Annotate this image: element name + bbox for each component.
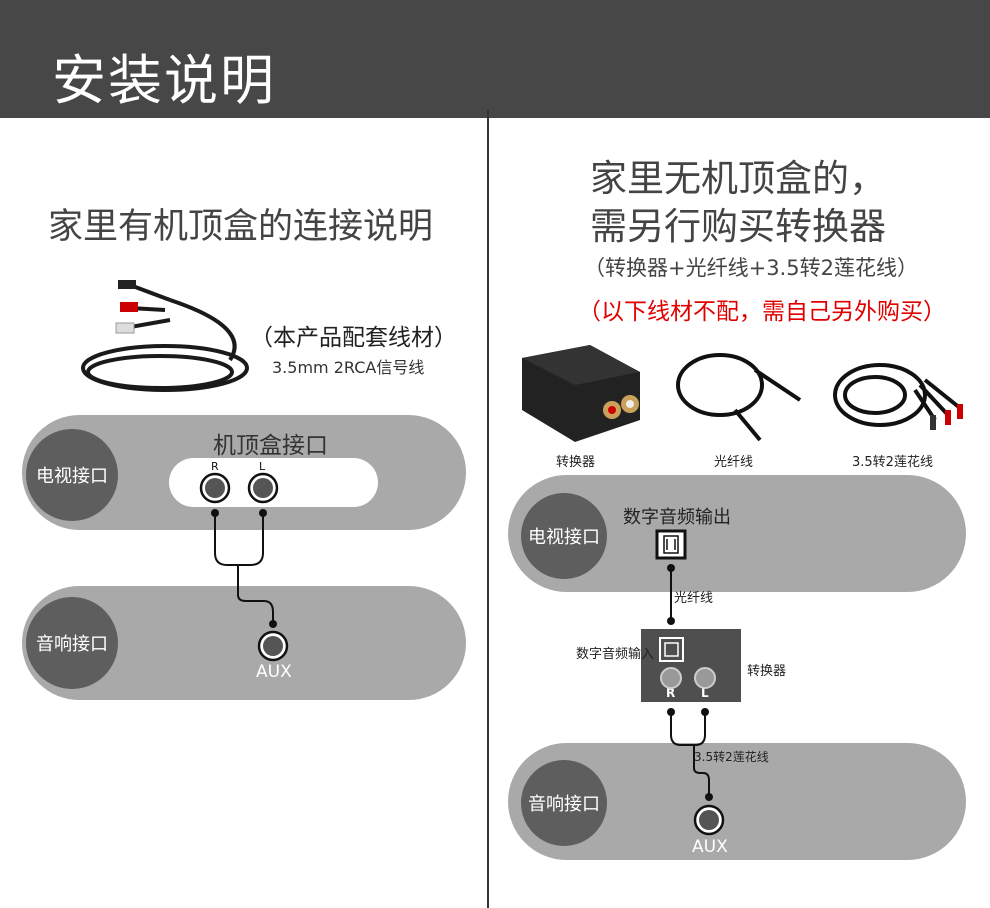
header-bar xyxy=(0,0,990,118)
right-heading-2: 需另行购买转换器 xyxy=(590,205,886,248)
conv-jack-l-label: L xyxy=(701,686,709,700)
aux-label: AUX xyxy=(256,662,292,682)
converter-photo xyxy=(522,345,640,442)
warning-note: （以下线材不配，需自己另外购买） xyxy=(578,299,946,325)
jack-l-label: L xyxy=(259,460,266,473)
product-label-rca: 3.5转2莲花线 xyxy=(852,455,933,470)
included-note: （本产品配套线材） xyxy=(250,325,457,351)
conv-jack-r-label: R xyxy=(666,686,676,700)
product-label-converter: 转换器 xyxy=(556,455,596,470)
rca-cable-photo xyxy=(833,363,962,427)
aux-label-right: AUX xyxy=(692,837,728,857)
rca-cable-label: 3.5转2莲花线 xyxy=(694,750,769,764)
product-label-optical: 光纤线 xyxy=(714,455,754,470)
speaker-badge-right: 音响接口 xyxy=(521,760,607,846)
stb-port-panel xyxy=(169,458,378,507)
optical-cable-photo xyxy=(676,353,802,442)
converter-box xyxy=(641,629,741,702)
cable-name: 3.5mm 2RCA信号线 xyxy=(272,358,425,377)
divider xyxy=(487,110,489,908)
optical-cable-label: 光纤线 xyxy=(674,591,714,606)
digital-out-label: 数字音频输出 xyxy=(623,507,731,528)
tv-badge: 电视接口 xyxy=(26,429,118,521)
right-heading-1: 家里无机顶盒的， xyxy=(590,157,886,200)
page-title: 安装说明 xyxy=(52,49,276,112)
digital-in-label: 数字音频输入 xyxy=(576,647,655,662)
tv-badge-right: 电视接口 xyxy=(521,493,607,579)
speaker-badge: 音响接口 xyxy=(26,597,118,689)
parts-note: （转换器+光纤线+3.5转2莲花线） xyxy=(584,256,918,280)
stb-port-title: 机顶盒接口 xyxy=(213,433,328,459)
converter-label: 转换器 xyxy=(747,664,787,679)
left-heading: 家里有机顶盒的连接说明 xyxy=(48,207,434,247)
jack-r-label: R xyxy=(211,460,219,473)
